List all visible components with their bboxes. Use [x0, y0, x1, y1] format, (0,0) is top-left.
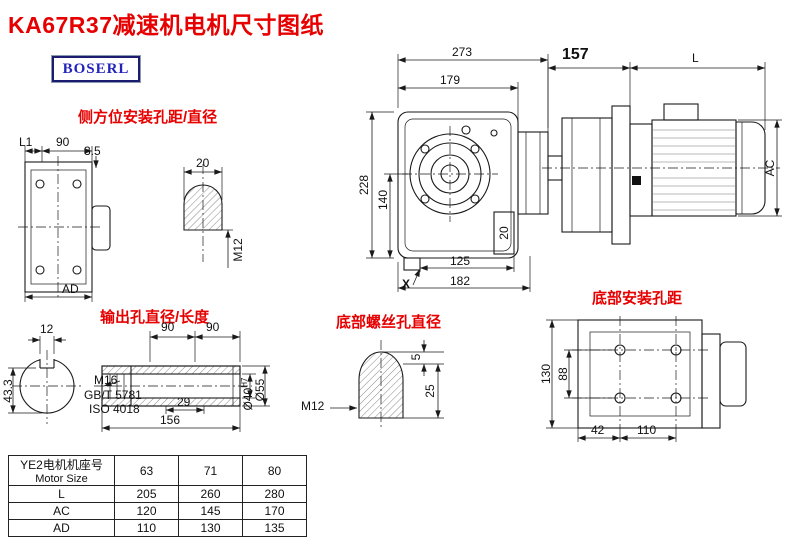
table-cell: 170: [242, 502, 307, 520]
table-cell: 205: [114, 485, 179, 503]
table-header-en: Motor Size: [35, 473, 88, 485]
dim-29: 29: [177, 395, 191, 409]
brand-logo: BOSERL: [51, 55, 141, 83]
dim-side-90: 90: [56, 135, 70, 149]
dim-bottom-130: 130: [539, 363, 553, 385]
dim-bottom-110: 110: [637, 423, 657, 437]
label-side-mount: 侧方位安装孔距/直径: [78, 109, 218, 126]
label-bottom-screw: 底部螺丝孔直径: [336, 314, 442, 331]
table-cell: 110: [114, 519, 179, 537]
table-cell: 280: [242, 485, 307, 503]
table-cell: L: [8, 485, 115, 503]
dim-bolt-span: 125: [450, 254, 471, 268]
label-bottom-mount: 底部安装孔距: [592, 290, 683, 307]
output-shaft-side-view: [94, 331, 270, 432]
dim-motor-diameter: AC: [763, 159, 777, 177]
table-cell: 145: [178, 502, 243, 520]
dim-dome-m12: M12: [231, 238, 245, 262]
dim-overall-height: 228: [357, 174, 371, 196]
dim-keyway-width: 12: [40, 322, 54, 336]
table-cell: 135: [242, 519, 307, 537]
label-output-hole: 输出孔直径/长度: [100, 309, 210, 326]
motor-size-table: YE2电机机座号 Motor Size 63 71 80 L 205 260 2…: [8, 455, 307, 537]
table-cell: AC: [8, 502, 115, 520]
table-header-cn: YE2电机机座号: [20, 458, 103, 472]
dim-l1: L1: [19, 135, 33, 149]
dim-std-gb: GB/T 5781: [84, 388, 142, 402]
table-size-63: 63: [114, 455, 179, 486]
table-cell: 130: [178, 519, 243, 537]
dim-bottom-42: 42: [591, 423, 605, 437]
dim-key-width: 20: [497, 226, 511, 240]
dim-reducer-depth: 157: [562, 46, 589, 63]
dim-base-width: 182: [450, 274, 471, 288]
dim-keyway-height: 43.3: [1, 379, 15, 403]
dim-seg-90b: 90: [206, 320, 220, 334]
dim-156: 156: [160, 413, 181, 427]
dim-center-height: 140: [376, 189, 390, 211]
table-row-ad: AD 110 130 135: [8, 519, 307, 537]
table-cell: AD: [8, 519, 115, 537]
dim-bore-diameter: Ø40H7: [240, 377, 255, 411]
table-size-71: 71: [178, 455, 243, 486]
table-size-80: 80: [242, 455, 307, 486]
dim-screw-m12: M12: [301, 399, 325, 413]
dim-seg-90a: 90: [161, 320, 175, 334]
dim-housing-width: 179: [440, 73, 461, 87]
dim-std-iso: ISO 4018: [89, 402, 140, 416]
dim-screw-25: 25: [423, 384, 437, 398]
bottom-screw-detail: [330, 340, 444, 428]
table-cell: 120: [114, 502, 179, 520]
side-mount-view: [18, 146, 111, 302]
output-shaft-end-view: [8, 336, 84, 424]
dim-dome-20: 20: [196, 156, 210, 170]
dim-outer-diameter: Ø55: [253, 378, 267, 402]
bottom-mount-view: [546, 316, 747, 442]
right-side-view: [542, 62, 782, 245]
table-header-cell: YE2电机机座号 Motor Size: [8, 455, 115, 486]
table-cell: 260: [178, 485, 243, 503]
table-row-ac: AC 120 145 170: [8, 502, 307, 520]
dim-overall-width: 273: [452, 45, 473, 59]
side-hole-detail: [183, 164, 233, 268]
table-header-row: YE2电机机座号 Motor Size 63 71 80: [8, 455, 307, 486]
table-row-l: L 205 260 280: [8, 485, 307, 503]
brand-logo-text: BOSERL: [62, 60, 130, 77]
dim-screw-5: 5: [409, 353, 423, 361]
dim-ad: AD: [62, 282, 79, 296]
dim-bottom-88: 88: [556, 367, 570, 381]
main-front-view: [366, 54, 549, 292]
dim-motor-length: L: [692, 51, 699, 65]
dim-side-3-5: 3.5: [84, 144, 101, 158]
dim-m16: M16: [94, 373, 118, 387]
dim-x-mark: X: [402, 277, 411, 291]
page-title: KA67R37减速机电机尺寸图纸: [8, 12, 324, 38]
